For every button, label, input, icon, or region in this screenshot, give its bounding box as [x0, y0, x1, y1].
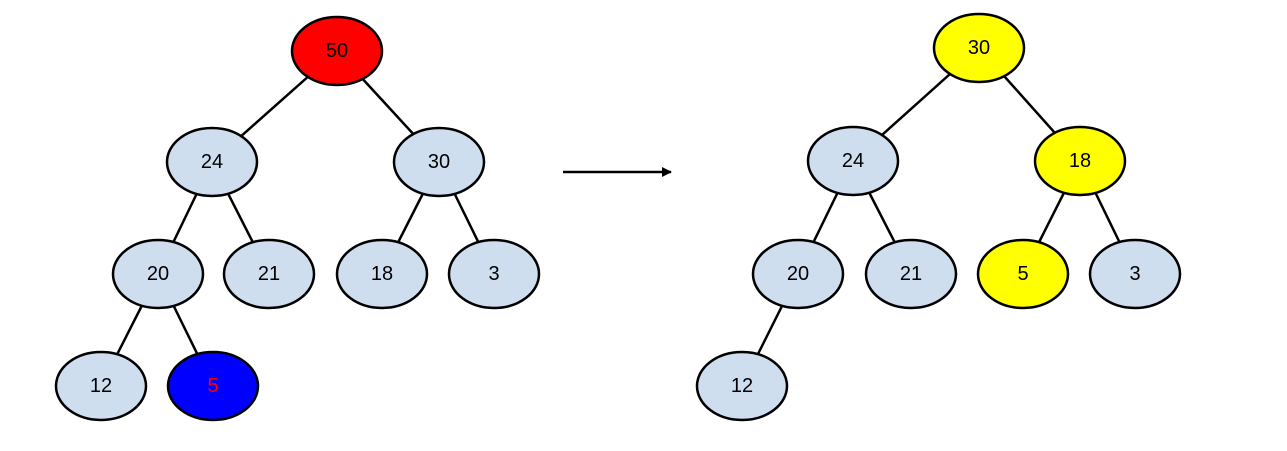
before-node-circle: [166, 350, 260, 422]
after-node: 3: [1088, 238, 1182, 310]
before-node: 5: [166, 350, 260, 422]
after-node-label: 5: [1017, 263, 1028, 285]
after-node: 21: [864, 238, 958, 310]
after-node-circle: [976, 238, 1070, 310]
after-node-label: 3: [1129, 263, 1140, 285]
before-node: 12: [54, 350, 148, 422]
before-node-circle: [165, 126, 259, 198]
after-node-circle: [751, 238, 845, 310]
after-node-circle: [1088, 238, 1182, 310]
before-node-circle: [111, 238, 205, 310]
after-node-label: 24: [842, 150, 864, 172]
before-node: 24: [165, 126, 259, 198]
before-node-label: 50: [326, 40, 348, 62]
before-node: 30: [392, 126, 486, 198]
after-edges: [740, 46, 1137, 388]
after-tree: 30 24 18 20 21 5 3 12: [695, 12, 1182, 422]
before-node: 18: [335, 238, 429, 310]
after-node-circle: [806, 125, 900, 197]
before-node: 21: [222, 238, 316, 310]
before-node-label: 5: [207, 375, 218, 397]
after-node: 24: [806, 125, 900, 197]
before-node-circle: [290, 15, 384, 87]
before-node-label: 3: [488, 263, 499, 285]
before-tree: 50 24 30 20 21 18 3 12 5: [54, 15, 541, 422]
before-node: 3: [447, 238, 541, 310]
before-node-circle: [335, 238, 429, 310]
after-node-circle: [695, 350, 789, 422]
after-node-label: 21: [900, 263, 922, 285]
before-node-label: 12: [90, 375, 112, 397]
after-node: 30: [932, 12, 1026, 84]
before-node-circle: [392, 126, 486, 198]
before-node-label: 20: [147, 263, 169, 285]
before-node-label: 18: [371, 263, 393, 285]
after-node-circle: [932, 12, 1026, 84]
before-node-label: 30: [428, 151, 450, 173]
after-node: 20: [751, 238, 845, 310]
after-node-circle: [864, 238, 958, 310]
before-nodes: 50 24 30 20 21 18 3 12 5: [54, 15, 541, 422]
after-node-circle: [1033, 125, 1127, 197]
after-node: 5: [976, 238, 1070, 310]
after-node: 18: [1033, 125, 1127, 197]
before-node-label: 21: [258, 263, 280, 285]
before-node-circle: [54, 350, 148, 422]
before-node-label: 24: [201, 151, 223, 173]
after-node-label: 12: [731, 375, 753, 397]
before-node-circle: [447, 238, 541, 310]
after-nodes: 30 24 18 20 21 5 3 12: [695, 12, 1182, 422]
after-node-label: 20: [787, 263, 809, 285]
after-node-label: 18: [1069, 150, 1091, 172]
before-node: 20: [111, 238, 205, 310]
after-node: 12: [695, 350, 789, 422]
before-node-circle: [222, 238, 316, 310]
before-edges: [99, 49, 496, 388]
after-node-label: 30: [968, 37, 990, 59]
before-node: 50: [290, 15, 384, 87]
